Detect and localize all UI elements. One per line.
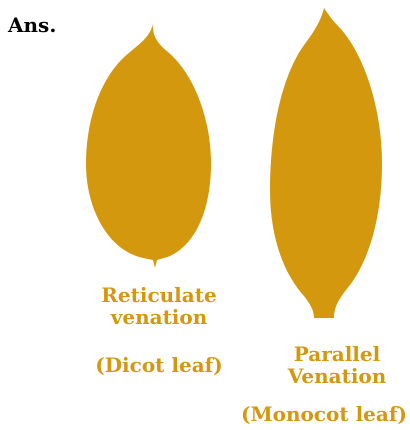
dicot-leaf-shape xyxy=(86,24,211,268)
dicot-venation-line1: Reticulate xyxy=(88,284,230,306)
monocot-venation-label: Parallel Venation xyxy=(264,343,410,387)
monocot-leaf-shape xyxy=(270,8,382,318)
monocot-venation-line2: Venation xyxy=(264,365,410,387)
dicot-venation-line2: venation xyxy=(88,306,230,328)
dicot-leaf-name: (Dicot leaf) xyxy=(88,354,230,376)
monocot-venation-line1: Parallel xyxy=(264,343,410,365)
monocot-leaf-name: (Monocot leaf) xyxy=(238,403,410,425)
dicot-venation-label: Reticulate venation xyxy=(88,284,230,328)
